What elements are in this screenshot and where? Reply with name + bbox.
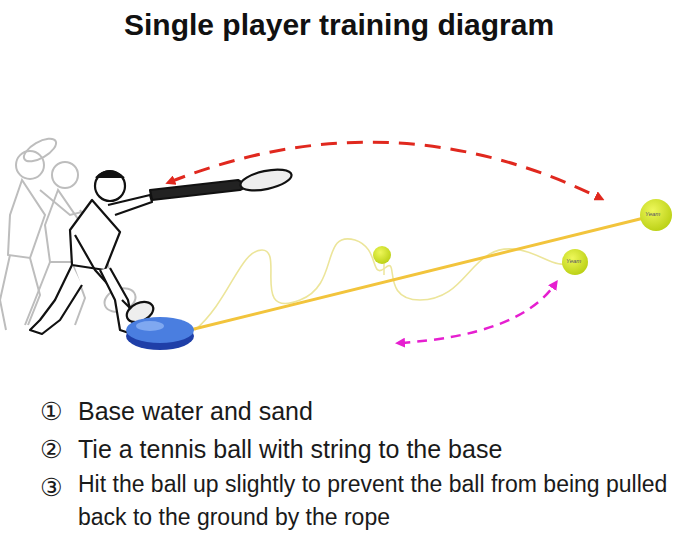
diagram-title: Single player training diagram: [124, 8, 554, 42]
tennis-ball: [373, 246, 391, 264]
step-text: Base water and sand: [78, 392, 313, 430]
step-text: Tie a tennis ball with string to the bas…: [78, 430, 502, 468]
step-text: Hit the ball up slightly to prevent the …: [78, 468, 668, 534]
ball-logo: Yeam: [645, 211, 660, 217]
return-arc: [400, 284, 555, 343]
player-figure: [30, 166, 293, 335]
base: [126, 317, 194, 350]
swing-arc: [170, 142, 600, 198]
rope: [190, 217, 648, 330]
callout-number: ③: [40, 468, 62, 506]
ball-logo: Yeam: [566, 258, 581, 264]
callout-number: ②: [40, 430, 62, 468]
callout-number: ①: [40, 392, 62, 430]
tennis-ball: [562, 249, 588, 275]
tennis-ball: [640, 199, 672, 231]
